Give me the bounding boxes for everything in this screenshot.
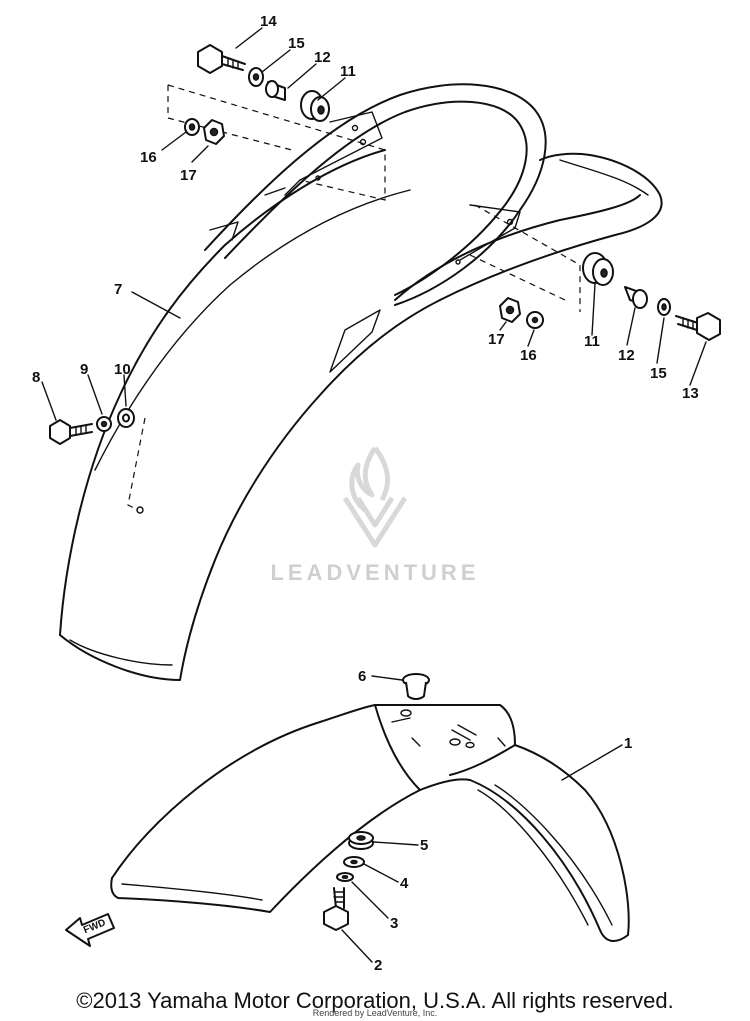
callout-15b: 15 xyxy=(650,365,667,382)
callout-14a: 14 xyxy=(260,13,277,30)
cap-6 xyxy=(402,673,430,700)
rendered-by-note: Rendered by LeadVenture, Inc. xyxy=(312,1008,438,1018)
callout-8: 8 xyxy=(32,369,40,386)
bolt-8 xyxy=(49,419,93,445)
grommet-11b xyxy=(582,252,614,286)
callout-17b: 17 xyxy=(488,331,505,348)
callout-5: 5 xyxy=(420,837,428,854)
callout-3: 3 xyxy=(390,915,398,932)
bolt-2 xyxy=(323,887,349,931)
callout-11b: 11 xyxy=(584,333,600,350)
front-hardware xyxy=(323,673,430,931)
callout-10: 10 xyxy=(114,361,131,378)
watermark-text: LEADVENTURE xyxy=(270,560,479,585)
rear-hardware xyxy=(49,44,721,445)
callout-16a: 16 xyxy=(140,149,157,166)
watermark-v-icon xyxy=(342,496,408,548)
callout-9: 9 xyxy=(80,361,88,378)
callout-7: 7 xyxy=(114,281,122,298)
nut-17a xyxy=(203,119,225,145)
nut-17b xyxy=(499,297,521,323)
bolt-13 xyxy=(675,312,721,341)
grommet-5 xyxy=(348,831,374,850)
callout-12b: 12 xyxy=(618,347,635,364)
watermark-flame-icon xyxy=(349,446,391,512)
forward-arrow-icon: FWD xyxy=(65,913,115,947)
callout-2: 2 xyxy=(374,957,382,974)
callout-11a: 11 xyxy=(340,63,356,80)
collar-12b xyxy=(624,286,648,309)
callout-1: 1 xyxy=(624,735,632,752)
callout-4: 4 xyxy=(400,875,409,892)
watermark: LEADVENTURE xyxy=(270,446,479,585)
callout-17a: 17 xyxy=(180,167,197,184)
callout-13: 13 xyxy=(682,385,699,402)
front-fender: FWD xyxy=(65,704,630,947)
rear-fender xyxy=(59,83,663,681)
copyright-notice: ©2013 Yamaha Motor Corporation, U.S.A. A… xyxy=(76,988,674,1013)
collar-12a xyxy=(265,80,286,101)
callout-6: 6 xyxy=(358,668,366,685)
leader-lines xyxy=(41,27,707,963)
callout-15a: 15 xyxy=(288,35,305,52)
callout-12a: 12 xyxy=(314,49,331,66)
bolt-14 xyxy=(197,44,246,74)
grommet-11a xyxy=(300,90,330,122)
callouts: 14 15 12 11 16 17 7 17 16 11 12 15 13 8 … xyxy=(32,13,699,974)
callout-16b: 16 xyxy=(520,347,537,364)
